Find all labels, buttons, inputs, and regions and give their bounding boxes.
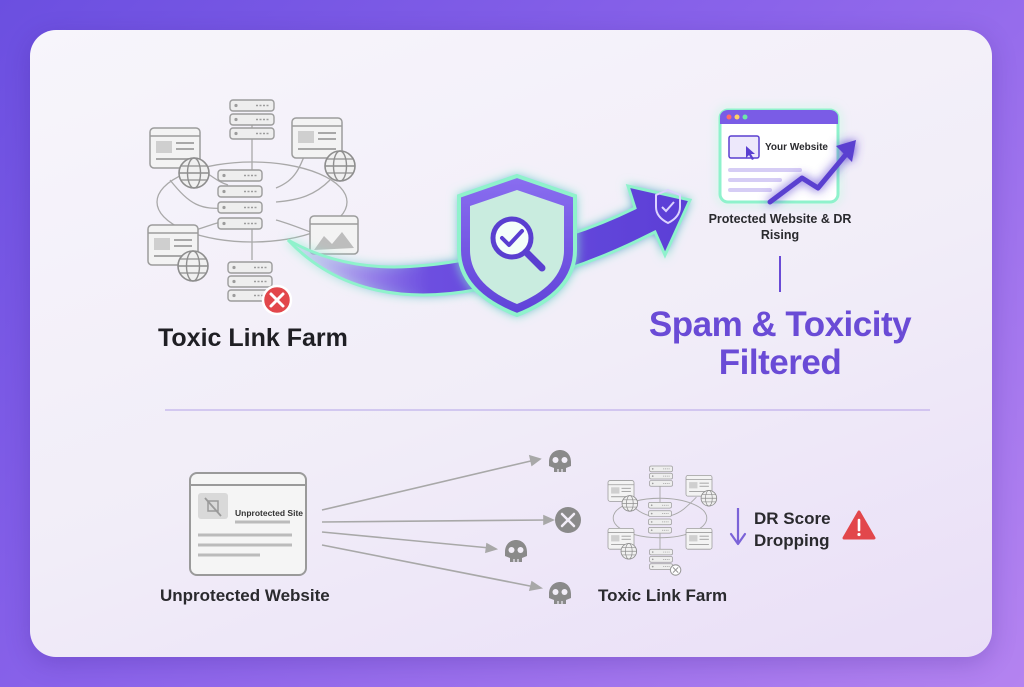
trend-up-icon bbox=[767, 140, 856, 205]
unprotected-website-label: Unprotected Website bbox=[160, 586, 330, 605]
unprotected-website-window bbox=[189, 472, 307, 576]
toxic-link-farm-network bbox=[147, 99, 359, 316]
toxic-link-farm-label: Toxic Link Farm bbox=[158, 324, 348, 352]
skull-icon bbox=[504, 539, 528, 563]
skull-icon bbox=[548, 449, 572, 473]
magnifier-icon bbox=[490, 216, 546, 272]
diagram-art bbox=[147, 99, 930, 605]
globe-icon bbox=[177, 250, 209, 282]
protected-website-label: Protected Website & DR Rising bbox=[708, 212, 852, 242]
small-shield-icon bbox=[655, 188, 681, 225]
protection-arrow bbox=[286, 183, 693, 297]
x-circle-icon bbox=[261, 284, 293, 316]
bottom-toxic-link-farm-label: Toxic Link Farm bbox=[598, 586, 728, 605]
arrow-down-icon bbox=[729, 508, 747, 546]
server-icon bbox=[217, 169, 263, 230]
globe-icon bbox=[178, 157, 210, 189]
small-toxic-link-farm-network bbox=[607, 465, 718, 576]
threat-arrows bbox=[321, 454, 555, 592]
unprotected-window-title: Unprotected Site bbox=[235, 508, 304, 518]
headline: Spam & Toxicity Filtered bbox=[648, 305, 912, 382]
warning-icon bbox=[842, 510, 876, 540]
server-icon bbox=[229, 99, 275, 140]
globe-icon bbox=[324, 150, 356, 182]
diagram-card: Your Website Toxic Link Farm Protected W… bbox=[30, 30, 992, 657]
x-circle-icon bbox=[555, 507, 581, 533]
chart-window-icon bbox=[309, 215, 359, 255]
dr-score-dropping-label: DR Score Dropping bbox=[754, 509, 831, 550]
skull-icon bbox=[548, 581, 572, 605]
website-window-title: Your Website bbox=[765, 142, 828, 153]
